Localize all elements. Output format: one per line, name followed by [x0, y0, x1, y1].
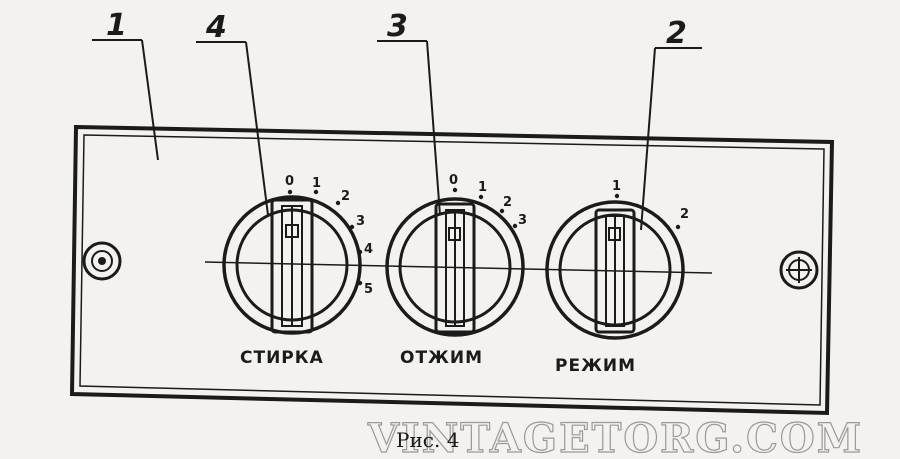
callout-label: 1	[106, 8, 127, 43]
dial-label-spin: ОТЖИМ	[400, 348, 483, 368]
scale-label: 4	[364, 242, 373, 257]
scale-label: 5	[364, 282, 373, 297]
scale-labels-mode: 1 2	[612, 179, 689, 222]
scale-label: 2	[341, 189, 350, 204]
scale-label: 1	[612, 179, 621, 194]
scale-label: 2	[503, 195, 512, 210]
scale-label: 1	[312, 176, 321, 191]
callout-label: 4	[205, 10, 227, 45]
center-line	[204, 261, 713, 274]
scale-label: 0	[449, 173, 458, 188]
dial-label-wash: СТИРКА	[240, 348, 324, 368]
dial-mode	[545, 200, 685, 340]
scale-label: 3	[356, 214, 365, 229]
figure-caption: Рис. 4	[396, 428, 459, 452]
right-screw-icon	[779, 250, 819, 290]
scale-labels-wash: 0 1 2 3 4 5	[285, 174, 373, 297]
knob-handle	[270, 198, 314, 334]
scale-label: 0	[285, 174, 294, 189]
left-screw-icon	[82, 241, 122, 281]
scale-labels-spin: 0 1 2 3	[449, 173, 527, 228]
knob-handle	[434, 202, 476, 334]
dial-spin	[385, 197, 525, 337]
knob-handle	[594, 208, 636, 334]
scale-dots	[287, 187, 681, 286]
scale-label: 3	[518, 213, 527, 228]
callout-label: 2	[666, 16, 687, 51]
panel-frame	[69, 124, 835, 416]
watermark: VINTAGETORG.COM	[367, 415, 863, 459]
callout-label: 3	[387, 9, 408, 44]
dial-label-mode: РЕЖИМ	[555, 356, 636, 376]
callout-leaders	[92, 39, 702, 231]
scale-label: 2	[680, 207, 689, 222]
scale-label: 1	[478, 180, 487, 195]
dial-wash	[222, 195, 362, 335]
